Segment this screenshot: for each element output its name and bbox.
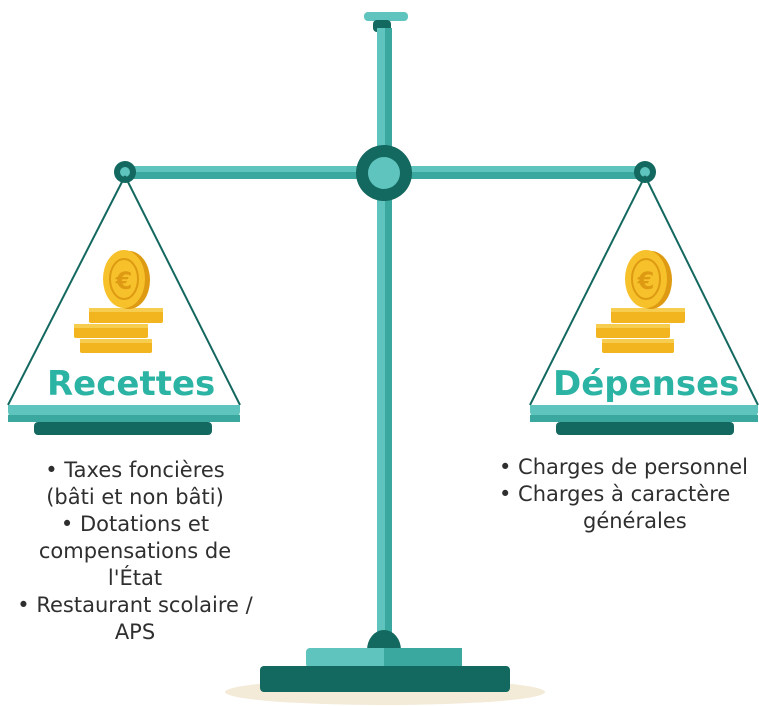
depenses-item: • Charges de personnel: [499, 454, 748, 481]
depenses-list: • Charges de personnel • Charges à carac…: [499, 454, 748, 535]
pole-cap: [364, 12, 408, 21]
list-item-line: • Taxes foncières: [45, 458, 225, 482]
scale-base: [260, 648, 510, 692]
list-item-line: (bâti et non bâti): [46, 485, 224, 509]
base-dome: [367, 630, 401, 650]
depenses-item: • Charges à caractère générales: [499, 481, 748, 535]
left-coin-stack: €: [74, 250, 163, 353]
recettes-item: • Dotations et compensations de l'État: [0, 511, 300, 592]
list-item-line: • Dotations et: [60, 512, 210, 536]
list-item-line: APS: [114, 620, 156, 644]
recettes-item: • Taxes foncières (bâti et non bâti): [0, 457, 300, 511]
list-item-line: • Charges de personnel: [499, 455, 749, 479]
list-item-line: l'État: [107, 566, 163, 590]
right-coin-stack: €: [596, 250, 685, 353]
euro-icon: €: [637, 267, 655, 295]
recettes-item: • Restaurant scolaire / APS: [0, 592, 300, 646]
recettes-list: • Taxes foncières (bâti et non bâti) • D…: [0, 457, 300, 646]
euro-icon: €: [115, 267, 133, 295]
list-item-line: compensations de: [38, 539, 232, 563]
left-pan: [8, 405, 240, 435]
depenses-label: Dépenses: [553, 364, 740, 404]
list-item-line: • Restaurant scolaire /: [17, 593, 253, 617]
list-item-line: • Charges à caractère: [499, 482, 731, 506]
recettes-label: Recettes: [47, 364, 216, 404]
list-item-line: générales: [583, 509, 687, 533]
right-pan: [530, 405, 758, 435]
